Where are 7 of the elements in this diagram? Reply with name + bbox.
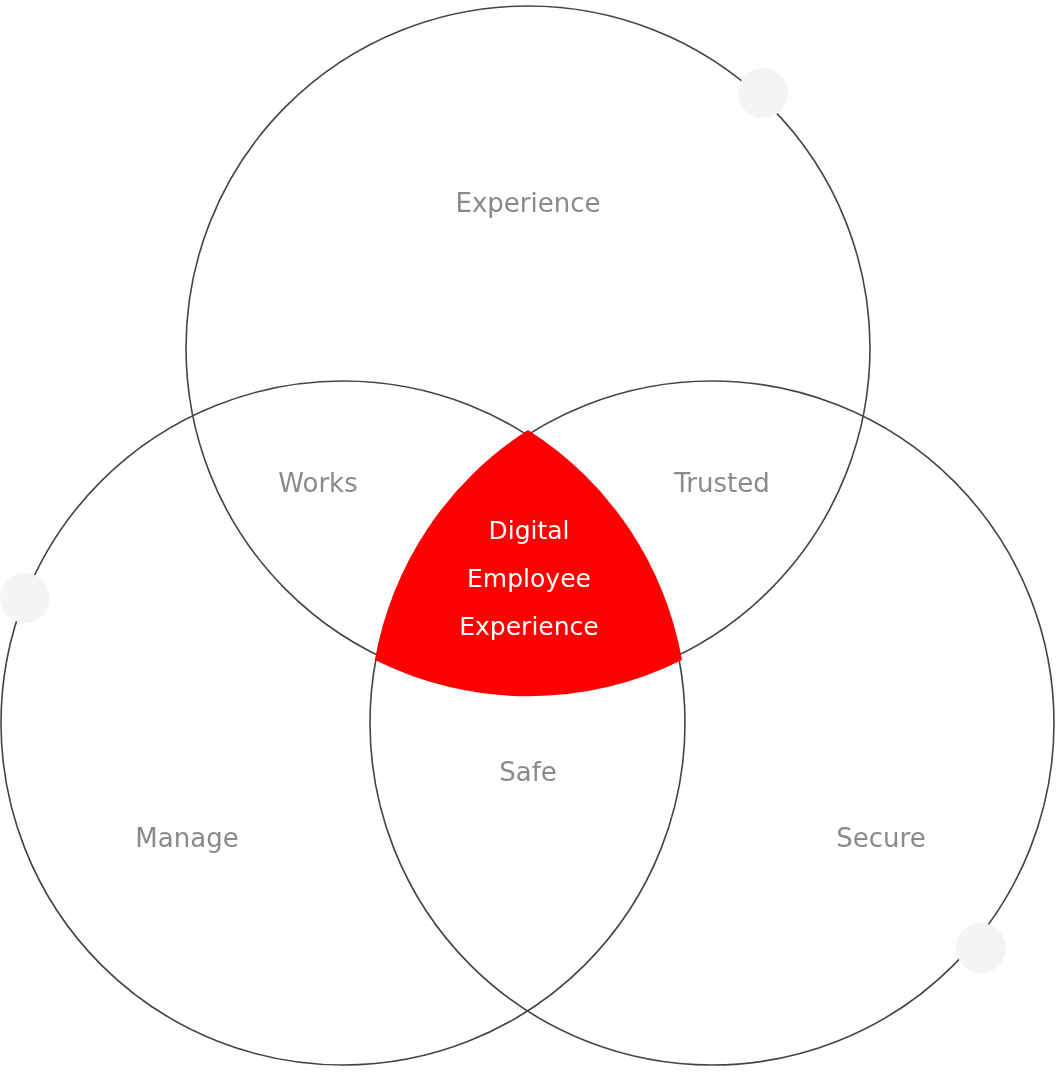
overlap-label: Trusted bbox=[674, 468, 770, 498]
center-label: Digital Employee Experience bbox=[458, 515, 600, 643]
circle-label: Manage bbox=[135, 823, 239, 853]
overlap-label: Safe bbox=[499, 757, 557, 787]
overlap-label: Works bbox=[278, 468, 358, 498]
circle-label: Experience bbox=[455, 188, 601, 218]
circle-label: Secure bbox=[836, 823, 926, 853]
